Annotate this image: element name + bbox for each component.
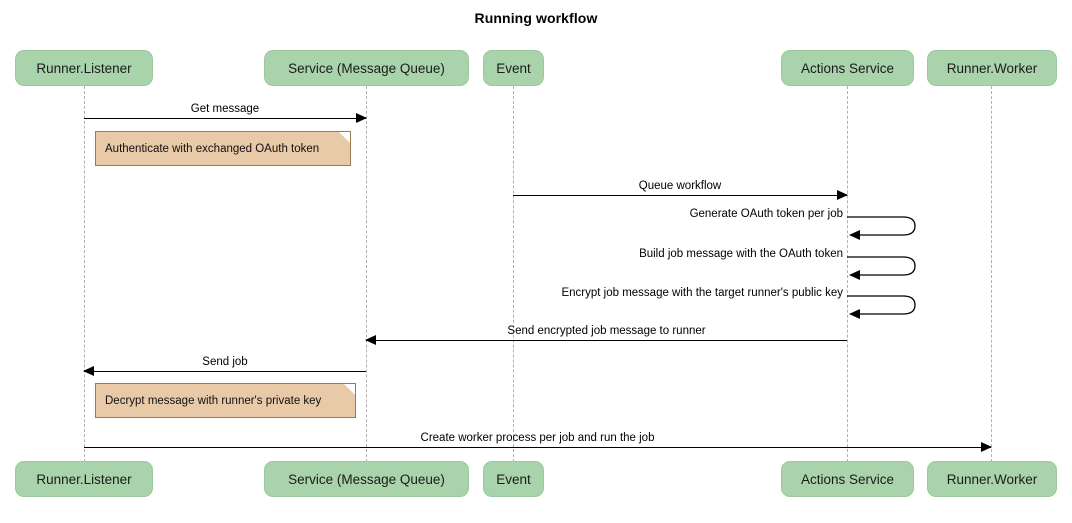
participant-actions-service-bottom[interactable]: Actions Service: [781, 461, 914, 497]
message-label: Create worker process per job and run th…: [420, 432, 655, 444]
self-message-encrypt-job-message-with-the-target-runners-public-key[interactable]: Encrypt job message with the target runn…: [561, 287, 916, 319]
note-label: Authenticate with exchanged OAuth token: [105, 142, 320, 155]
note-fold-icon: [344, 384, 355, 395]
arrowhead-right-icon: [356, 113, 367, 123]
participant-label: Runner.Worker: [946, 60, 1038, 76]
self-loop-path: [847, 295, 916, 319]
participant-service-message-queue-top[interactable]: Service (Message Queue): [264, 50, 469, 86]
participant-label: Event: [496, 471, 531, 487]
participant-runner-listener-bottom[interactable]: Runner.Listener: [15, 461, 153, 497]
lifeline-actions-service: [847, 86, 848, 462]
message-line: [366, 340, 847, 341]
self-message-generate-oauth-token-per-job[interactable]: Generate OAuth token per job: [690, 208, 916, 240]
note-authenticate-with-exchanged-oauth-token: Authenticate with exchanged OAuth token: [95, 131, 351, 166]
message-label: Send job: [202, 356, 248, 368]
participant-event-bottom[interactable]: Event: [483, 461, 544, 497]
self-loop-path: [847, 256, 916, 280]
self-message-label: Generate OAuth token per job: [689, 208, 843, 220]
message-line: [84, 118, 366, 119]
self-loop-path: [847, 216, 916, 240]
arrowhead-left-icon: [83, 366, 94, 376]
message-label: Queue workflow: [638, 180, 722, 192]
self-message-build-job-message-with-the-oauth-token[interactable]: Build job message with the OAuth token: [639, 248, 916, 280]
participant-label: Runner.Listener: [36, 60, 132, 76]
message-label: Send encrypted job message to runner: [507, 325, 706, 337]
participant-label: Service (Message Queue): [288, 60, 445, 76]
note-decrypt-message-with-runners-private-key: Decrypt message with runner's private ke…: [95, 383, 356, 418]
message-line: [84, 371, 366, 372]
lifeline-runner-listener: [84, 86, 85, 462]
self-message-label: Encrypt job message with the target runn…: [561, 287, 843, 299]
participant-label: Service (Message Queue): [288, 471, 445, 487]
participant-label: Actions Service: [800, 60, 895, 76]
participant-service-message-queue-bottom[interactable]: Service (Message Queue): [264, 461, 469, 497]
participant-actions-service-top[interactable]: Actions Service: [781, 50, 914, 86]
participant-runner-worker-bottom[interactable]: Runner.Worker: [927, 461, 1057, 497]
participant-event-top[interactable]: Event: [483, 50, 544, 86]
page-title: Running workflow: [474, 10, 598, 26]
arrowhead-right-icon: [837, 190, 848, 200]
participant-label: Actions Service: [800, 471, 895, 487]
message-label: Get message: [190, 103, 260, 115]
participant-runner-listener-top[interactable]: Runner.Listener: [15, 50, 153, 86]
arrowhead-left-icon: [365, 335, 376, 345]
note-label: Decrypt message with runner's private ke…: [105, 394, 322, 407]
self-message-label: Build job message with the OAuth token: [639, 248, 843, 260]
participant-runner-worker-top[interactable]: Runner.Worker: [927, 50, 1057, 86]
arrowhead-right-icon: [981, 442, 992, 452]
message-line: [513, 195, 847, 196]
participant-label: Event: [496, 60, 531, 76]
note-fold-icon: [339, 132, 350, 143]
lifeline-runner-worker: [991, 86, 992, 462]
lifeline-service-message-queue: [366, 86, 367, 462]
participant-label: Runner.Worker: [946, 471, 1038, 487]
participant-label: Runner.Listener: [36, 471, 132, 487]
message-line: [84, 447, 991, 448]
lifeline-event: [513, 86, 514, 462]
